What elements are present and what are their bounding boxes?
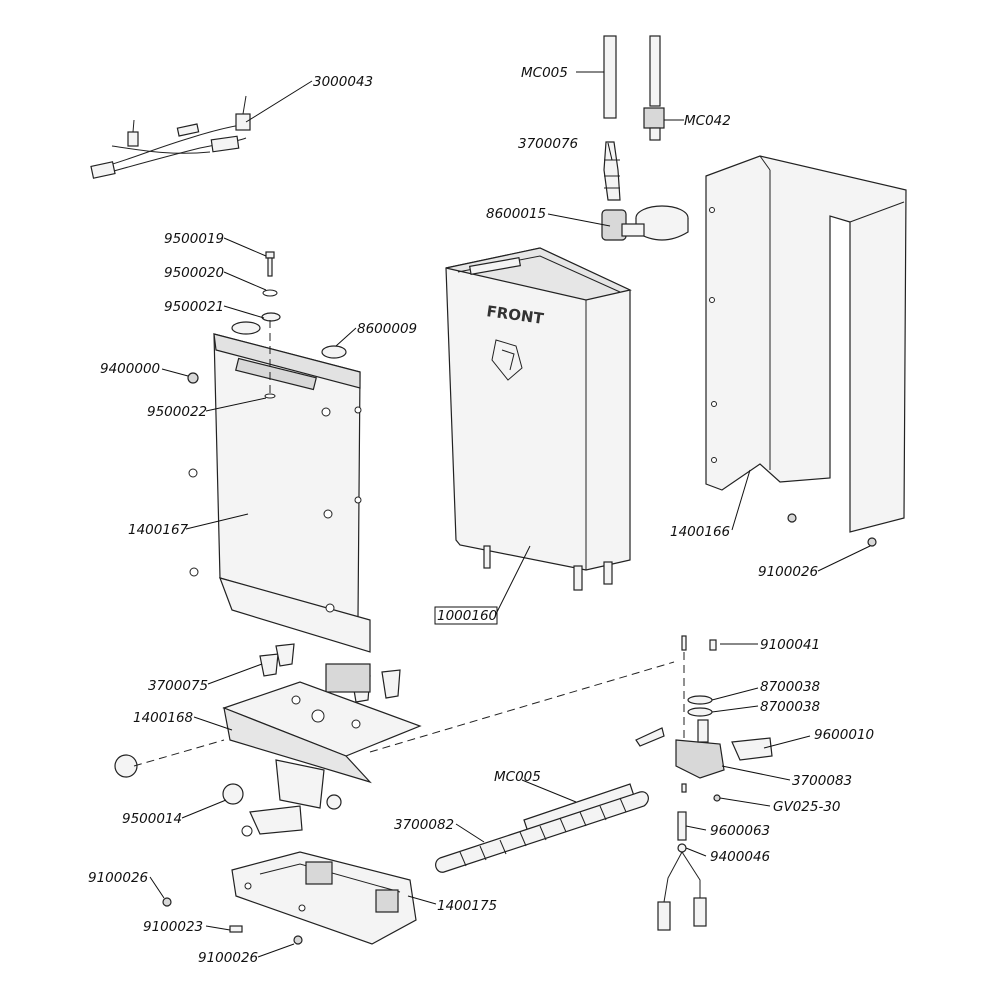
wiring-harness-part [90, 95, 251, 179]
label-8700038-b: 8700038 [760, 699, 820, 715]
label-9500022: 9500022 [147, 404, 207, 420]
label-3700082: 3700082 [394, 817, 454, 833]
label-9600010: 9600010 [814, 727, 874, 743]
label-3700076: 3700076 [518, 136, 578, 152]
gas-valve-assembly-part [435, 635, 773, 931]
label-3700083: 3700083 [792, 773, 852, 789]
label-1400168: 1400168 [133, 710, 193, 726]
label-8700038-a: 8700038 [760, 679, 820, 695]
fastener-stack-part [187, 251, 347, 399]
label-mc005-bottom: MC005 [494, 769, 541, 785]
label-9100026-right: 9100026 [758, 564, 818, 580]
base-tray-part [162, 851, 417, 945]
tank-body-part: FRONT [445, 247, 632, 591]
label-9100041: 9100041 [760, 637, 820, 653]
label-1400167: 1400167 [128, 522, 189, 538]
label-9100023: 9100023 [143, 919, 203, 935]
label-1400175: 1400175 [437, 898, 497, 914]
label-9100026-a: 9100026 [88, 870, 148, 886]
label-3000043: 3000043 [313, 74, 373, 90]
label-mc005-top: MC005 [521, 65, 568, 81]
part-labels: 3000043 MC005 MC042 3700076 8600015 9500… [88, 65, 874, 966]
label-9500014: 9500014 [122, 811, 182, 827]
flue-collar-part [601, 205, 689, 241]
label-9400000: 9400000 [100, 361, 160, 377]
label-9500020: 9500020 [164, 265, 224, 281]
label-8600015: 8600015 [486, 206, 546, 222]
label-8600009: 8600009 [357, 321, 417, 337]
leader-lines [149, 71, 871, 958]
label-9500021: 9500021 [164, 299, 224, 315]
right-jacket-part [705, 155, 907, 547]
label-9400046: 9400046 [710, 849, 770, 865]
burner-bracket-part [114, 643, 675, 837]
rods-and-fittings-part [603, 35, 665, 201]
label-9600063: 9600063 [710, 823, 770, 839]
label-1400166: 1400166 [670, 524, 730, 540]
label-9100026-b: 9100026 [198, 950, 258, 966]
label-3700075: 3700075 [148, 678, 208, 694]
label-1000160: 1000160 [437, 608, 497, 624]
label-9500019: 9500019 [164, 231, 224, 247]
label-gv025-30: GV025-30 [773, 799, 841, 815]
label-mc042: MC042 [684, 113, 731, 129]
left-panel-part [188, 333, 371, 653]
